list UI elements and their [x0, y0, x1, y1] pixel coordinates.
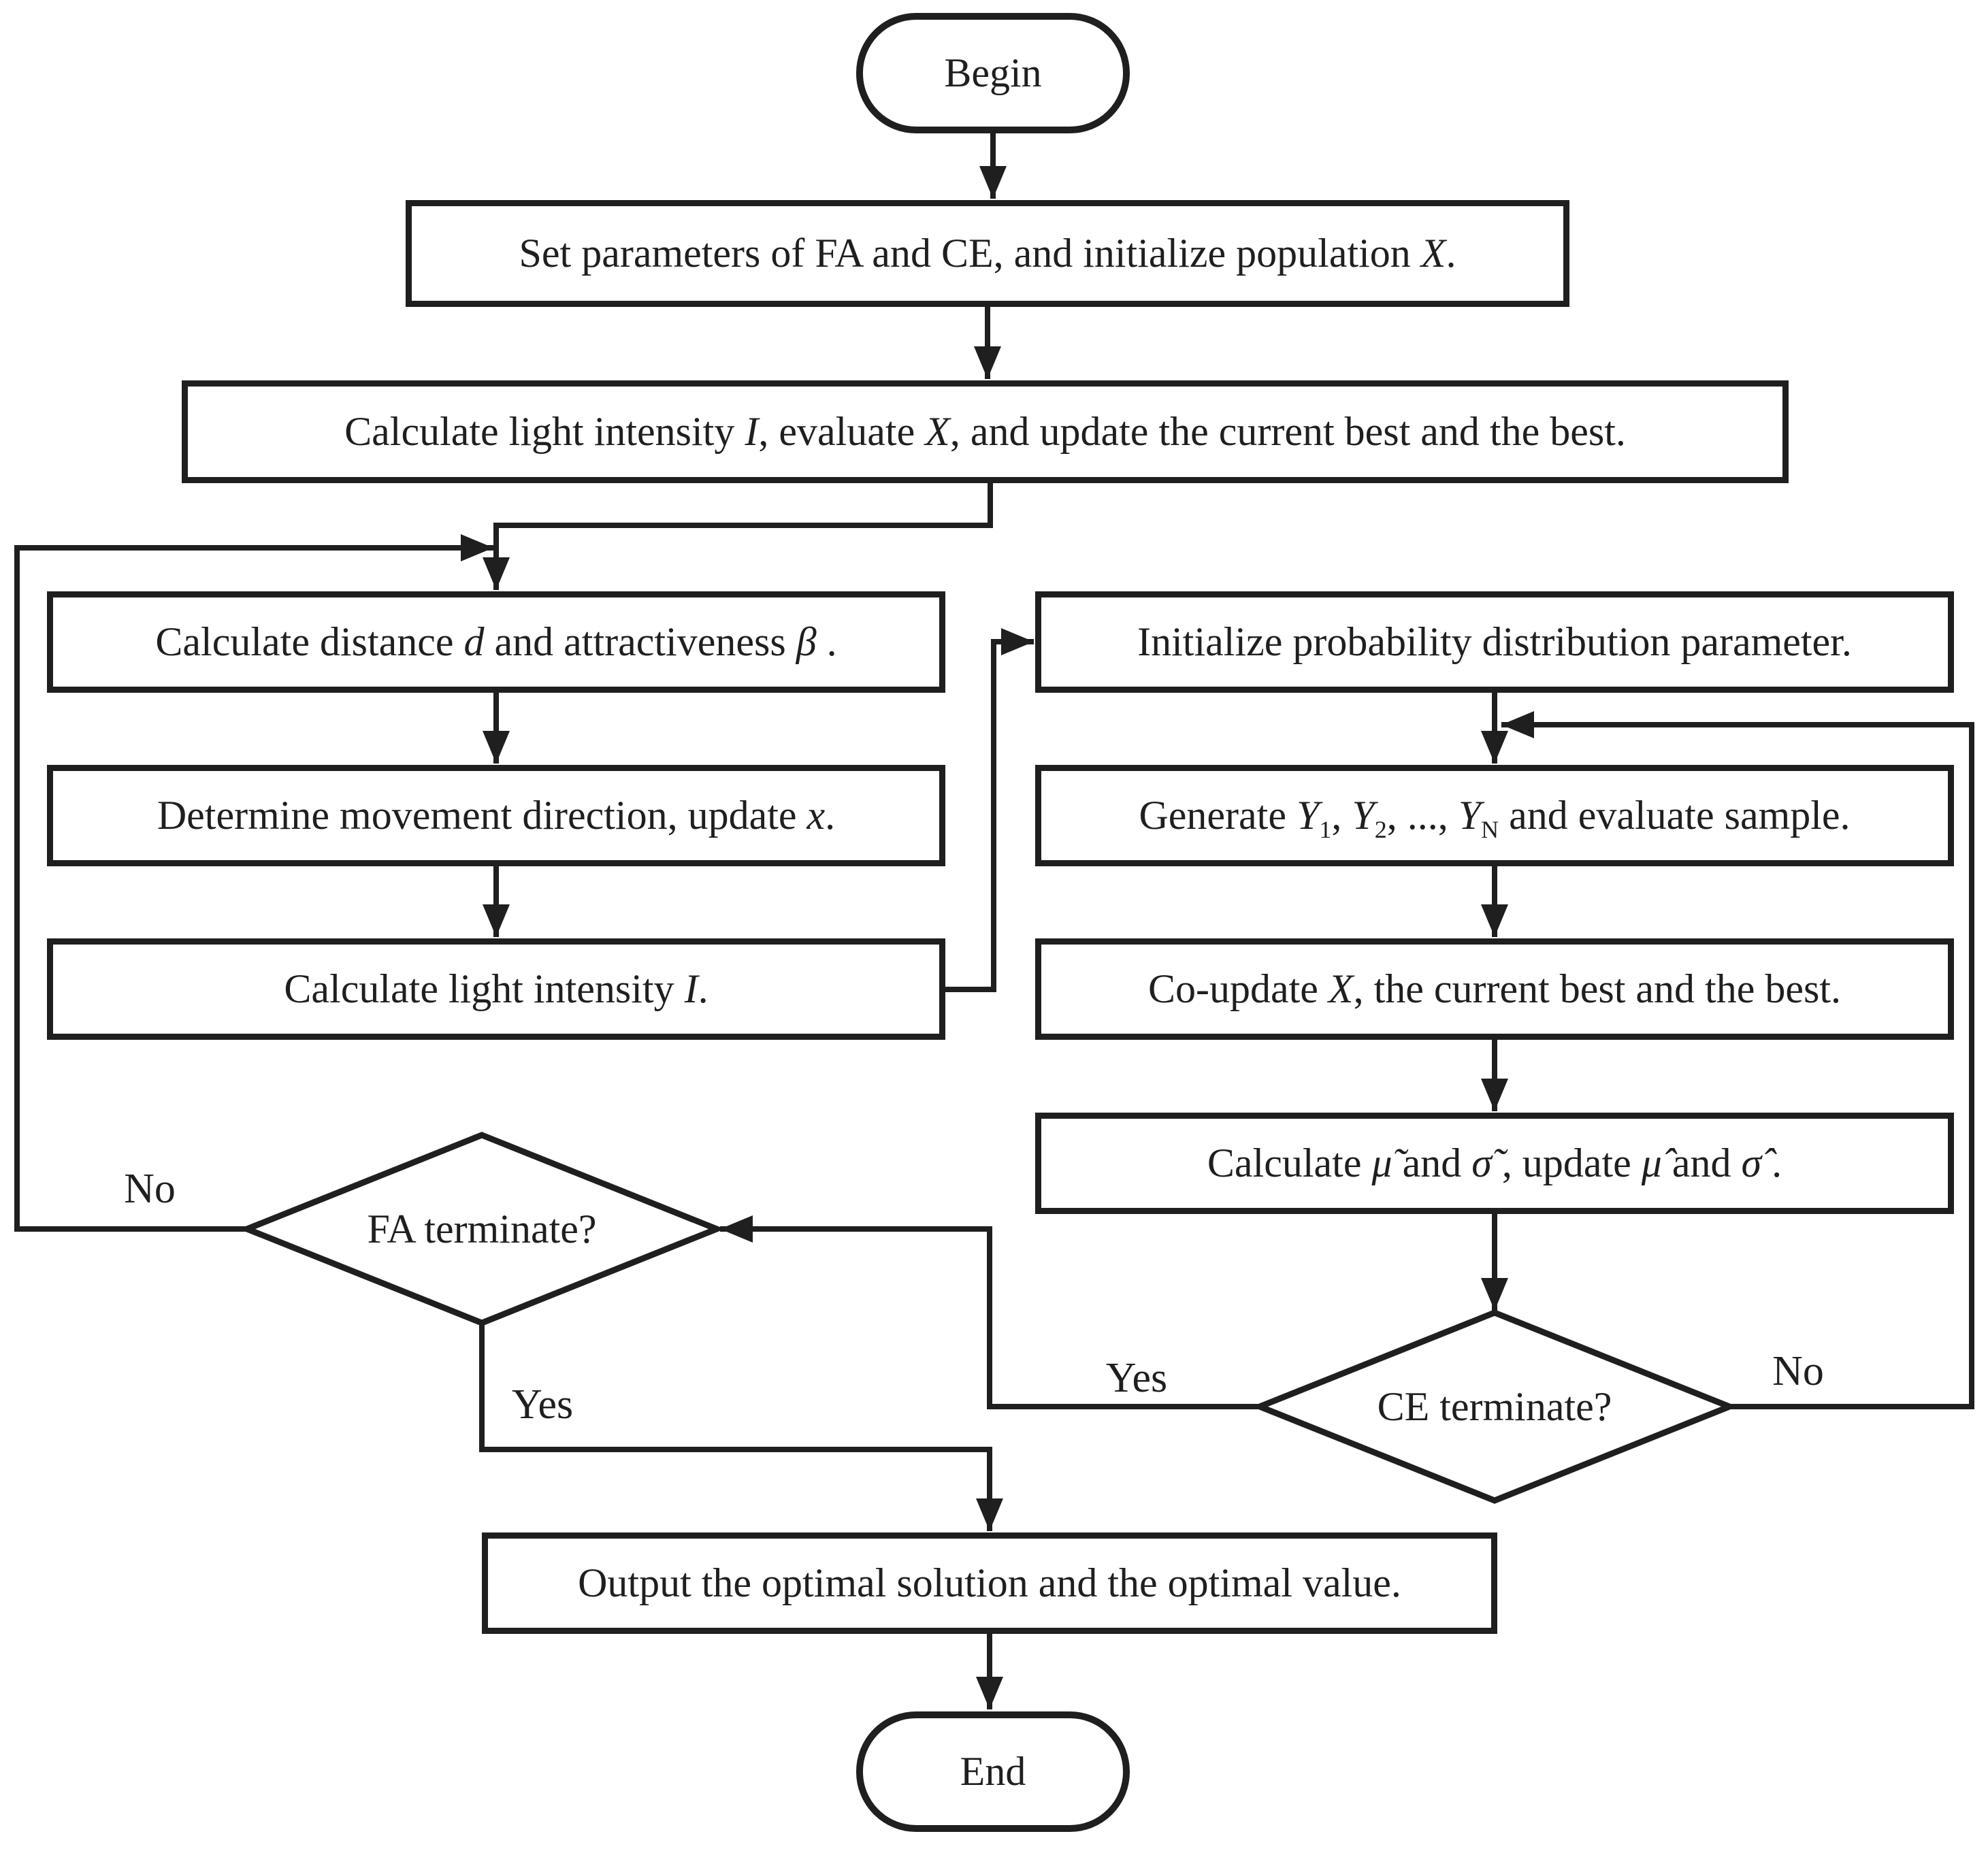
decision-fa-terminate-label: FA terminate?: [367, 1206, 597, 1251]
step-calc-update-distribution-params: Calculate μ̃ and σ̃ , update μ̂ and σ̂ .: [1035, 1113, 1954, 1214]
decision-ce-terminate: CE terminate?: [1290, 1356, 1699, 1458]
step-set-parameters-label: Set parameters of FA and CE, and initial…: [519, 231, 1456, 276]
decision-ce-terminate-label: CE terminate?: [1377, 1383, 1612, 1429]
connector-calc-intensity-to-init-distribution: [945, 628, 1034, 992]
step-init-distribution-parameter-label: Initialize probability distribution para…: [1137, 619, 1852, 664]
step-calc-distance-attractiveness: Calculate distance d and attractiveness …: [47, 591, 945, 693]
step-output-solution-label: Output the optimal solution and the opti…: [578, 1560, 1401, 1605]
flow-end-label: End: [960, 1749, 1026, 1794]
edge-label-ce-no: No: [1772, 1347, 1824, 1394]
connector-fa-no-feedback: [14, 534, 493, 1232]
edge-label-fa-no: No: [124, 1165, 176, 1212]
step-calc-distance-attractiveness-label: Calculate distance d and attractiveness …: [155, 619, 837, 664]
connector-ce-yes-to-fa-terminate: [720, 1215, 1260, 1409]
connector-ce-no-feedback: [1501, 711, 1974, 1409]
step-calc-update-distribution-params-label: Calculate μ̃ and σ̃ , update μ̂ and σ̂ .: [1207, 1141, 1782, 1185]
step-movement-direction: Determine movement direction, update x.: [47, 765, 945, 866]
edge-label-fa-yes: Yes: [511, 1381, 574, 1428]
connector-fa-yes-to-output: [479, 1323, 1003, 1531]
step-generate-samples-label: Generate Y1, Y2, ..., YN and evaluate sa…: [1139, 793, 1851, 843]
decision-ce-terminate-shape: [1251, 1309, 1738, 1504]
step-co-update-label: Co-update X, the current best and the be…: [1147, 966, 1842, 1011]
decision-fa-terminate-shape: [238, 1132, 726, 1326]
step-generate-samples: Generate Y1, Y2, ..., YN and evaluate sa…: [1035, 765, 1954, 866]
step-calc-intensity-evaluate: Calculate light intensity I, evaluate X,…: [182, 380, 1789, 483]
connector-calc-eval-to-calc-distance: [483, 483, 993, 590]
step-movement-direction-label: Determine movement direction, update x.: [157, 793, 836, 838]
step-init-distribution-parameter: Initialize probability distribution para…: [1035, 591, 1954, 693]
step-calc-light-intensity-label: Calculate light intensity I.: [284, 966, 708, 1011]
step-calc-intensity-evaluate-label: Calculate light intensity I, evaluate X,…: [344, 409, 1626, 454]
flow-begin: Begin: [856, 13, 1130, 133]
step-co-update: Co-update X, the current best and the be…: [1035, 938, 1954, 1040]
flow-begin-label: Begin: [944, 50, 1042, 95]
flow-end: End: [856, 1711, 1130, 1832]
step-set-parameters: Set parameters of FA and CE, and initial…: [406, 200, 1569, 307]
step-output-solution: Output the optimal solution and the opti…: [482, 1532, 1497, 1634]
decision-fa-terminate: FA terminate?: [278, 1178, 686, 1280]
step-calc-light-intensity: Calculate light intensity I.: [47, 938, 945, 1040]
edge-label-ce-yes: Yes: [1105, 1354, 1168, 1401]
